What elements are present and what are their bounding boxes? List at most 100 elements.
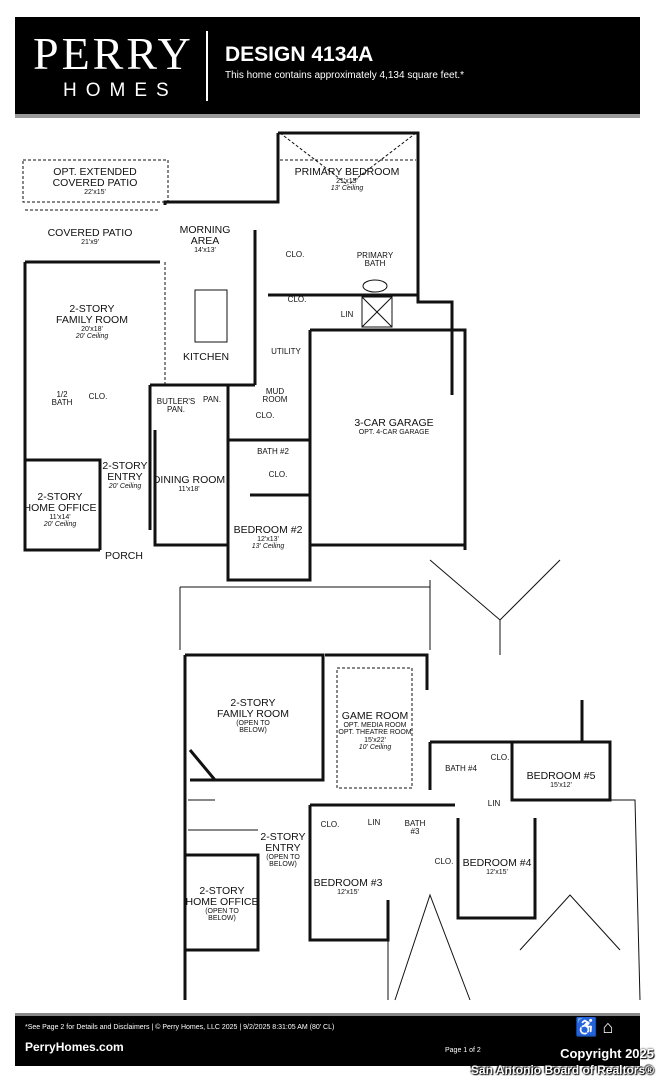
room-porch: PORCH [105,550,143,562]
room-name: 2-STORY [69,303,115,315]
accessibility-icon: ♿ [575,1017,598,1037]
room-utility: UTILITY [271,347,301,356]
room-name: DINING ROOM [152,474,226,486]
room-name: BEDROOM #5 [526,770,596,782]
room-opt-extended-patio: OPT. EXTENDED COVERED PATIO 22'x15' [52,166,138,197]
room-dimensions: 11'x18' [178,486,200,494]
room-name: COVERED PATIO [47,227,133,239]
room-name: #3 [410,827,420,837]
room-kitchen: KITCHEN [182,351,230,363]
room-name: PRIMARY BEDROOM [294,166,400,178]
room-name: MUD [265,387,285,396]
room-name: 2-STORY [102,460,148,472]
room-closet: CLO. [88,392,108,401]
room-name: 2-STORY [37,491,83,503]
room-note: (OPEN TO [205,908,239,916]
room-butlers-pantry: BUTLER'S PAN. [156,397,196,415]
room-name: BATH [364,259,386,269]
disclaimer: *See Page 2 for Details and Disclaimers … [25,1024,335,1031]
room-closet: CLO. [255,411,275,420]
equal-housing-icon: ⌂ [602,1017,614,1037]
square-feet-note: This home contains approximately 4,134 s… [225,70,465,81]
header-divider [206,31,208,101]
room-primary-bath: PRIMARY BATH [356,251,394,269]
room-bath-4: BATH #4 [445,764,477,773]
room-dimensions: 21'x15' [336,178,358,186]
room-name: ENTRY [107,471,143,484]
room-game-room: GAME ROOM OPT. MEDIA ROOM OPT. THEATRE R… [338,710,412,752]
room-dimensions: 12'x15' [337,889,359,897]
room-name: FAMILY ROOM [56,314,128,327]
room-option: OPT. 4-CAR GARAGE [358,429,430,437]
room-name: ROOM [262,395,288,405]
room-linen: LIN [367,818,381,827]
room-name: BUTLER'S [156,397,196,406]
room-morning-area: MORNING AREA 14'x13' [179,224,231,255]
room-closet: CLO. [490,753,510,762]
room-note: (OPEN TO [266,854,300,862]
room-ceiling: 10' Ceiling [358,744,392,752]
room-name: 3-CAR GARAGE [354,417,434,429]
room-name: 2-STORY [199,885,245,897]
footer-icons: ♿ ⌂ [575,1017,613,1037]
room-dimensions: 20'x18' [81,326,103,334]
room-home-office: 2-STORY HOME OFFICE 11'x14' 20' Ceiling [23,491,97,529]
room-name: COVERED PATIO [52,177,138,190]
room-bedroom-4: BEDROOM #4 12'x15' [462,857,532,877]
room-name: FAMILY ROOM [217,708,289,721]
room-dimensions: 12'x13' [257,536,279,544]
room-dimensions: 15'x12' [550,782,572,790]
room-dimensions: 22'x15' [84,189,106,197]
room-bedroom-2: BEDROOM #2 12'x13' 13' Ceiling [233,524,303,551]
room-name: BEDROOM #2 [233,524,303,536]
room-dimensions: 12'x15' [486,869,508,877]
room-closet: CLO. [287,295,307,304]
room-ceiling: 20' Ceiling [108,483,142,491]
room-name: OPT. EXTENDED [53,166,137,178]
watermark-copyright: Copyright 2025 [560,1046,654,1061]
room-note: BELOW) [239,727,267,735]
room-upper-family-room: 2-STORY FAMILY ROOM (OPEN TO BELOW) [217,697,289,735]
room-option: OPT. MEDIA ROOM [343,722,407,730]
website-link[interactable]: PerryHomes.com [25,1040,124,1054]
room-covered-patio: COVERED PATIO 21'x9' [47,227,133,246]
room-half-bath: 1/2 BATH [52,390,73,408]
room-bedroom-3: BEDROOM #3 12'x15' [314,877,383,897]
room-family-room: 2-STORY FAMILY ROOM 20'x18' 20' Ceiling [56,303,128,341]
room-name: BATH [404,819,426,828]
footer-banner: *See Page 2 for Details and Disclaimers … [15,1013,640,1066]
room-mud-room: MUD ROOM [262,387,288,405]
room-name: PRIMARY [356,251,394,260]
room-name: ENTRY [265,842,301,855]
room-closet: CLO. [434,857,454,866]
room-name: AREA [190,235,220,248]
room-linen: LIN [340,310,354,319]
page-indicator: Page 1 of 2 [445,1047,481,1054]
room-name: 2-STORY [260,831,306,843]
room-bath-2: BATH #2 [257,447,289,456]
room-entry: 2-STORY ENTRY 20' Ceiling [102,460,148,491]
room-upper-home-office: 2-STORY HOME OFFICE (OPEN TO BELOW) [185,885,259,923]
room-garage: 3-CAR GARAGE OPT. 4-CAR GARAGE [354,417,434,437]
room-name: GAME ROOM [341,710,409,722]
room-ceiling: 13' Ceiling [330,185,364,193]
room-closet: CLO. [268,470,288,479]
room-ceiling: 13' Ceiling [251,543,285,551]
room-name: BEDROOM #4 [462,857,532,869]
room-option: OPT. THEATRE ROOM [338,729,412,737]
design-title: DESIGN 4134A [225,43,374,66]
room-name: MORNING [179,224,231,236]
room-name: PAN. [166,405,186,415]
room-name: HOME OFFICE [185,896,259,909]
room-dimensions: 14'x13' [194,247,216,255]
room-name: 1/2 [56,390,68,399]
room-name: HOME OFFICE [23,502,97,515]
logo-homes: HOMES [63,80,178,101]
room-note: BELOW) [269,861,297,869]
room-closet: CLO. [285,250,305,259]
watermark-board: San Antonio Board of Realtors® [470,1063,654,1077]
logo-perry: PERRY [33,28,194,79]
room-closet: CLO. [320,820,340,829]
room-note: (OPEN TO [236,720,270,728]
